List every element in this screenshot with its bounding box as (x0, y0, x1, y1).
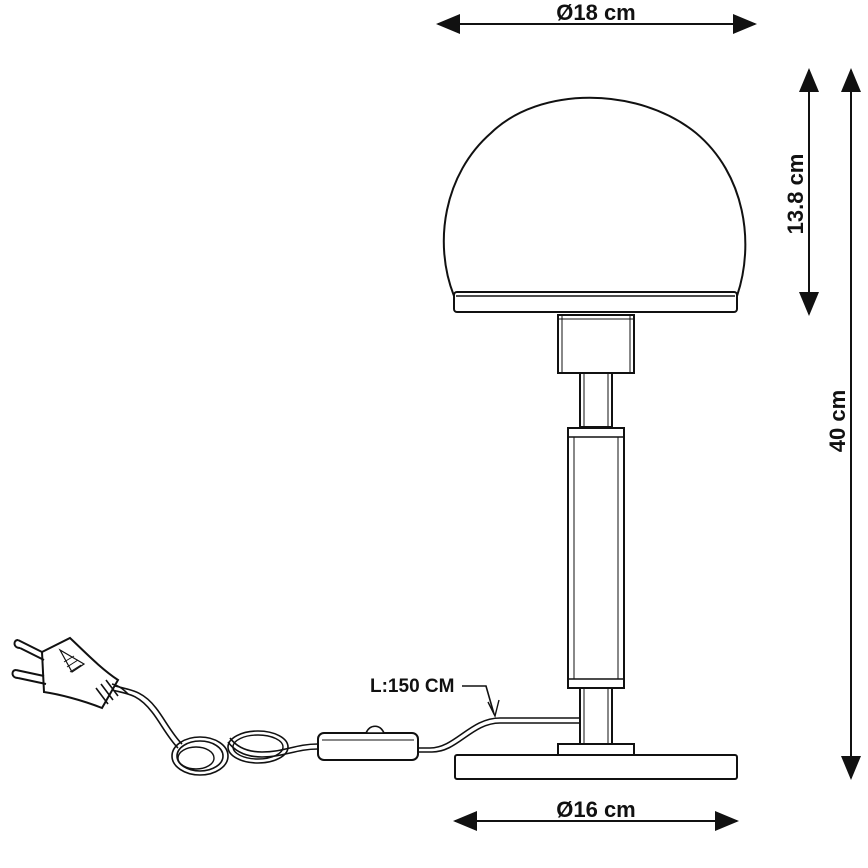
shade-height-dimension: 13.8 cm (783, 68, 819, 316)
cable-length-annotation: L:150 CM (370, 676, 500, 719)
lamp-base (454, 743, 738, 780)
cable-length-label: L:150 CM (370, 676, 454, 697)
lamp-socket (557, 314, 635, 374)
shade-height-label: 13.8 cm (783, 154, 808, 235)
power-cable (418, 717, 580, 753)
lamp-shade (442, 96, 747, 313)
total-height-label: 40 cm (825, 390, 850, 452)
coiled-cable (111, 685, 319, 776)
base-diameter-dimension: Ø16 cm (453, 797, 739, 831)
power-plug (11, 636, 129, 710)
shade-diameter-dimension: Ø18 cm (436, 0, 757, 34)
lamp-upper-stem (579, 372, 613, 428)
shade-diameter-label: Ø18 cm (556, 0, 636, 25)
lamp-lower-stem (579, 687, 613, 745)
lamp-column (567, 427, 625, 689)
base-diameter-label: Ø16 cm (556, 797, 636, 822)
inline-switch (317, 725, 419, 761)
total-height-dimension: 40 cm (825, 68, 861, 780)
